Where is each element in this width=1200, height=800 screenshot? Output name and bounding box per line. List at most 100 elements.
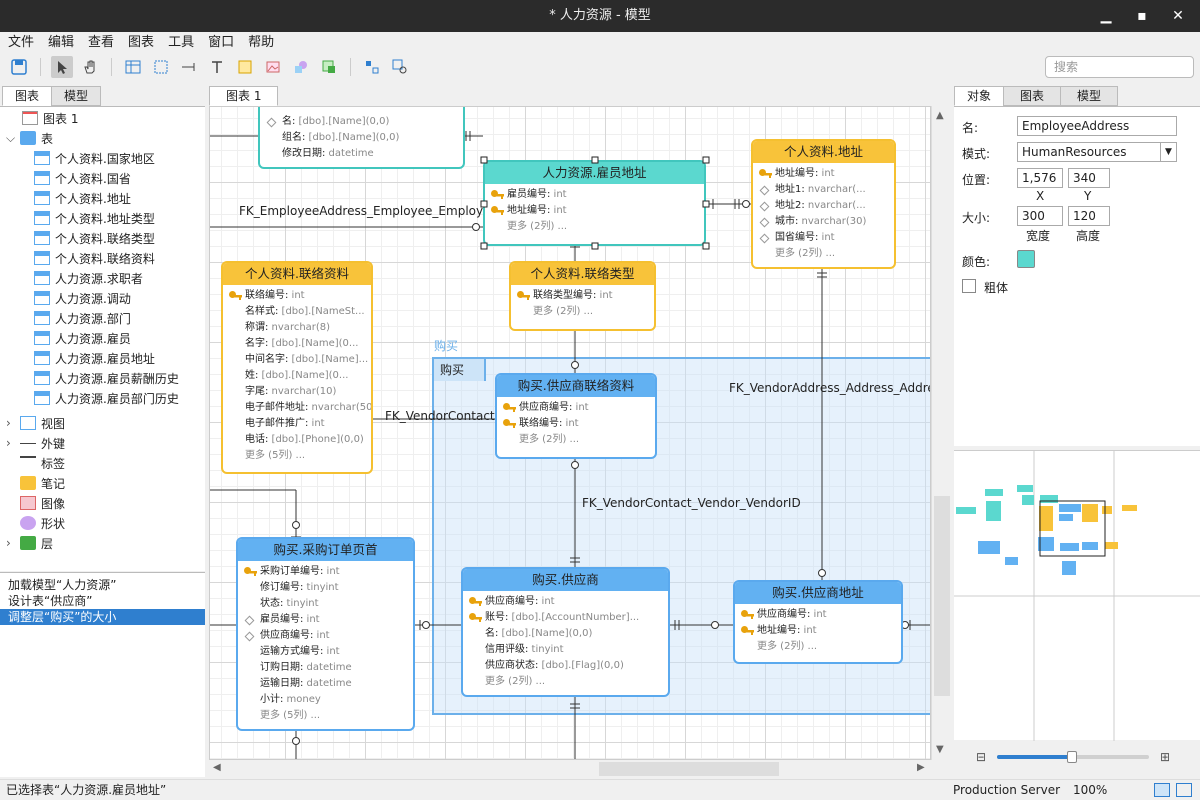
scroll-thumb[interactable] [934,496,950,696]
menu-view[interactable]: 查看 [88,35,115,50]
hand-icon[interactable] [79,56,101,78]
tree-table-item[interactable]: 人力资源.雇员部门历史 [34,388,179,408]
more-columns[interactable]: 更多 (2列) ... [533,306,594,317]
more-columns[interactable]: 更多 (2列) ... [519,434,580,445]
tree-table-item[interactable]: 个人资料.联络资料 [34,248,155,268]
fk-label[interactable]: FK_EmployeeAddress_Employee_EmployeeID [239,204,511,218]
label-icon[interactable] [206,56,228,78]
tree-table-item[interactable]: 人力资源.部门 [34,308,131,328]
tree-table-item[interactable]: 人力资源.雇员地址 [34,348,155,368]
entity-field[interactable]: 雇员编号: int [238,612,413,628]
entity-field[interactable]: 地址编号: int [753,166,894,182]
fk-label[interactable]: FK_VendorContact_Vendor_VendorID [582,496,801,510]
menu-tools[interactable]: 工具 [168,35,195,50]
tree-table-item[interactable]: 人力资源.调动 [34,288,131,308]
note-icon[interactable] [234,56,256,78]
zoom-in-icon[interactable]: ⊞ [1160,750,1171,764]
entity-field[interactable]: 地址1: nvarchar(... [753,182,894,198]
bold-checkbox[interactable] [962,279,976,293]
tree-table-item[interactable]: 个人资料.地址类型 [34,208,155,228]
entity-field[interactable]: 组名: [dbo].[Name](0,0) [260,130,463,146]
width-field[interactable]: 300 [1017,206,1063,226]
entity-field[interactable]: 姓: [dbo].[Name](0... [223,368,371,384]
entity-field[interactable]: 修订编号: tinyint [238,580,413,596]
entity-field[interactable]: 修改日期: datetime [260,146,463,162]
tab-diagram[interactable]: 图表 [2,86,53,106]
tree-table-item[interactable]: 个人资料.国省 [34,168,131,188]
maximize-icon[interactable]: ▪ [1137,8,1147,24]
tab-object[interactable]: 对象 [954,86,1005,106]
entity-field[interactable]: 供应商编号: int [735,607,901,623]
tree-table-item[interactable]: 个人资料.地址 [34,188,131,208]
table-icon[interactable] [122,56,144,78]
entity-field[interactable]: 名字: [dbo].[Name](0... [223,336,371,352]
entity-field[interactable]: 名样式: [dbo].[NameSt... [223,304,371,320]
tree-group-item[interactable]: ›视图 [6,413,65,433]
chevron-right-icon[interactable]: › [6,536,11,550]
tab-diagram-props[interactable]: 图表 [1003,86,1062,106]
entity-field[interactable]: 联络类型编号: int [511,288,654,304]
entity-field[interactable]: 地址编号: int [735,623,901,639]
foreign-key-icon[interactable] [178,56,200,78]
menu-window[interactable]: 窗口 [208,35,235,50]
fk-label[interactable]: FK_VendorAddress_Address_AddressID [729,381,930,395]
tree-group-item[interactable]: 图像 [6,493,65,513]
entity-field[interactable]: 电子邮件地址: nvarchar(50) [223,400,371,416]
entity-field[interactable]: 联络编号: int [223,288,371,304]
chevron-down-icon[interactable]: ▼ [1160,143,1176,161]
entity-field[interactable]: 称谓: nvarchar(8) [223,320,371,336]
save-icon[interactable] [8,56,30,78]
height-field[interactable]: 120 [1068,206,1110,226]
pointer-icon[interactable] [51,56,73,78]
entity-field[interactable]: 城市: nvarchar(30) [753,214,894,230]
tree-table-item[interactable]: 人力资源.雇员 [34,328,131,348]
more-columns[interactable]: 更多 (2列) ... [775,248,836,259]
scroll-down-icon[interactable]: ▼ [936,744,944,755]
tree-group-item[interactable]: ›外键 [6,433,65,453]
entity-field[interactable]: 采购订单编号: int [238,564,413,580]
search-input[interactable]: 搜索 [1045,56,1194,78]
entity-field[interactable]: 名: [dbo].[Name](0,0) [463,626,668,642]
diagram-canvas[interactable]: 购买 购买 [209,106,931,760]
name-field[interactable]: EmployeeAddress [1017,116,1177,136]
entity-field[interactable]: 地址2: nvarchar(... [753,198,894,214]
panel-right-toggle-icon[interactable] [1176,783,1192,797]
tab-model-props[interactable]: 模型 [1060,86,1119,106]
tree-group-item[interactable]: ›层 [6,533,53,553]
entity-field[interactable]: 信用评级: tinyint [463,642,668,658]
zoom-out-icon[interactable]: ⊟ [976,750,987,764]
layer-icon[interactable] [318,56,340,78]
position-x-field[interactable]: 1,576 [1017,168,1063,188]
entity-field[interactable]: 供应商状态: [dbo].[Flag](0,0) [463,658,668,674]
entity-field[interactable]: 运输方式编号: int [238,644,413,660]
tab-diagram-1[interactable]: 图表 1 [209,86,279,106]
tree-table-item[interactable]: 人力资源.求职者 [34,268,143,288]
entity-field[interactable]: 国省编号: int [753,230,894,246]
entity-field[interactable]: 中间名字: [dbo].[Name]... [223,352,371,368]
shape-icon[interactable] [290,56,312,78]
entity-field[interactable]: 地址编号: int [485,203,704,219]
zoom-slider-handle[interactable] [1067,751,1077,763]
history-item[interactable]: 设计表“供应商” [8,594,93,608]
scroll-thumb[interactable] [599,762,779,776]
entity-field[interactable]: 状态: tinyint [238,596,413,612]
zoom-slider[interactable] [997,751,1149,763]
panel-left-toggle-icon[interactable] [1154,783,1170,797]
entity-field[interactable]: 联络编号: int [497,416,655,432]
entity-field[interactable]: 雇员编号: int [485,187,704,203]
entity-top[interactable]: 名: [dbo].[Name](0,0)组名: [dbo].[Name](0,0… [258,107,465,169]
more-columns[interactable]: 更多 (2列) ... [485,676,546,687]
more-columns[interactable]: 更多 (2列) ... [507,221,568,232]
entity-field[interactable]: 电子邮件推广: int [223,416,371,432]
scroll-right-icon[interactable]: ▶ [917,762,925,773]
tab-model[interactable]: 模型 [51,86,102,106]
zoom-fit-icon[interactable] [389,56,411,78]
position-y-field[interactable]: 340 [1068,168,1110,188]
